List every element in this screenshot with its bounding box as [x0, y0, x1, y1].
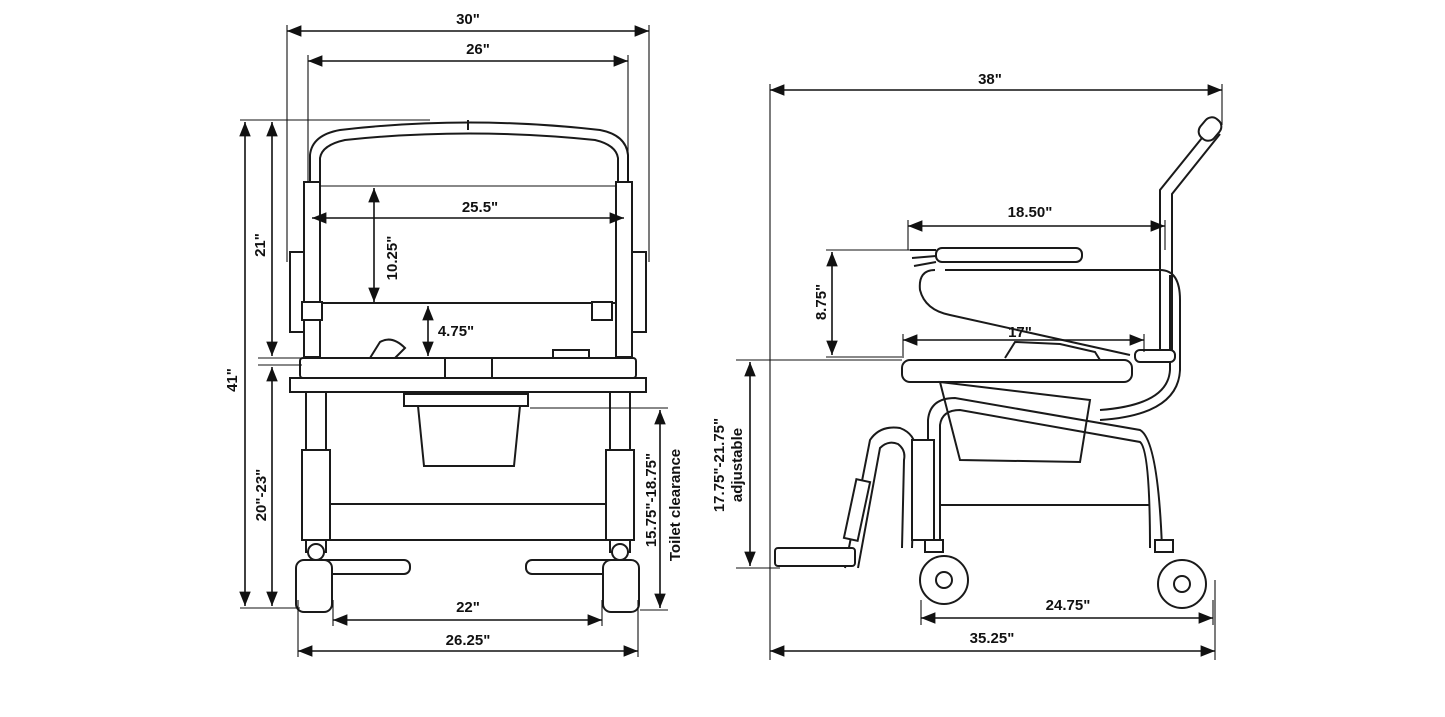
dim-armrest-gap: 4.75" — [438, 323, 474, 340]
front-view-chair — [289, 120, 647, 613]
side-view-dimensions: 38" 18.50" 8.75" 17" 17.75"-21.75" adjus… — [711, 71, 1223, 660]
dim-wheel-outer: 26.25" — [446, 632, 491, 649]
dim-back-height: 10.25" — [384, 236, 401, 281]
dim-inner-width: 26" — [466, 41, 490, 58]
toilet-clearance-label: Toilet clearance — [667, 449, 684, 561]
dim-seat-height: 20"-23" — [253, 469, 270, 522]
dim-overall-width: 30" — [456, 11, 480, 28]
seat-height-note: adjustable — [729, 428, 746, 502]
dim-wheel-inner: 22" — [456, 599, 480, 616]
dim-overall-length: 38" — [978, 71, 1002, 88]
dim-armrest-height: 8.75" — [813, 284, 830, 320]
dim-toilet-clearance: 15.75"-18.75" — [643, 453, 660, 547]
dim-seat-depth: 17" — [1008, 324, 1032, 341]
dim-seat-height-range: 17.75"-21.75" — [711, 418, 728, 512]
dim-back-to-seat: 21" — [252, 233, 269, 257]
front-view-dimensions: 30" 26" 25.5" 10.25" 4.75" 21" 41" 20"-2… — [224, 11, 684, 657]
dim-armrest-length: 18.50" — [1008, 204, 1053, 221]
dim-base-length: 35.25" — [970, 630, 1015, 647]
dim-wheelbase: 24.75" — [1046, 597, 1091, 614]
dim-overall-height: 41" — [224, 368, 241, 392]
side-view-chair — [774, 116, 1223, 609]
dim-back-width: 25.5" — [462, 199, 498, 216]
